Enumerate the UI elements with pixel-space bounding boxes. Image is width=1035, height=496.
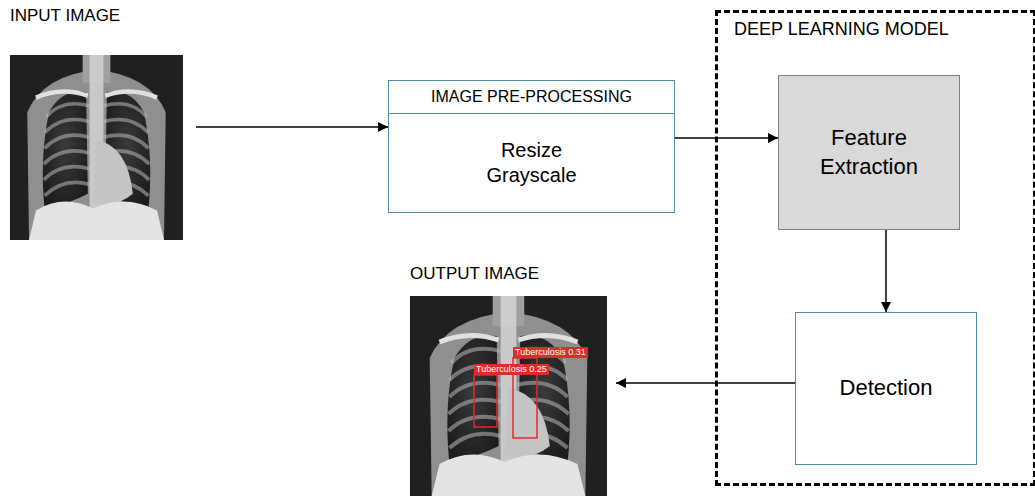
output-xray <box>410 296 607 496</box>
input-xray <box>10 55 183 240</box>
image-heading: OUTPUT IMAGE <box>408 262 616 286</box>
box-text: Detection <box>834 368 939 409</box>
flow-arrow <box>196 126 388 128</box>
group-heading: DEEP LEARNING MODEL <box>718 13 1033 46</box>
flow-arrow <box>885 230 887 312</box>
box-text: Resize Grayscale <box>472 138 592 188</box>
process-box: Detection <box>795 312 977 465</box>
input-image: INPUT IMAGE <box>8 4 196 244</box>
detection-label: Tuberculosis 0.25 <box>474 364 549 375</box>
model-group: DEEP LEARNING MODEL Feature ExtractionDet… <box>715 10 1035 486</box>
detection-label: Tuberculosis 0.31 <box>513 347 588 358</box>
flow-arrow <box>675 137 778 139</box>
box-text: Feature Extraction <box>798 118 940 187</box>
detection-box <box>474 375 497 427</box>
process-box: IMAGE PRE-PROCESSING Resize Grayscale <box>388 80 675 213</box>
flow-arrow <box>616 382 795 384</box>
box-heading: IMAGE PRE-PROCESSING <box>389 81 674 114</box>
image-heading: INPUT IMAGE <box>8 4 196 28</box>
output-image: OUTPUT IMAGE <box>408 262 616 496</box>
process-box: Feature Extraction <box>778 75 960 230</box>
